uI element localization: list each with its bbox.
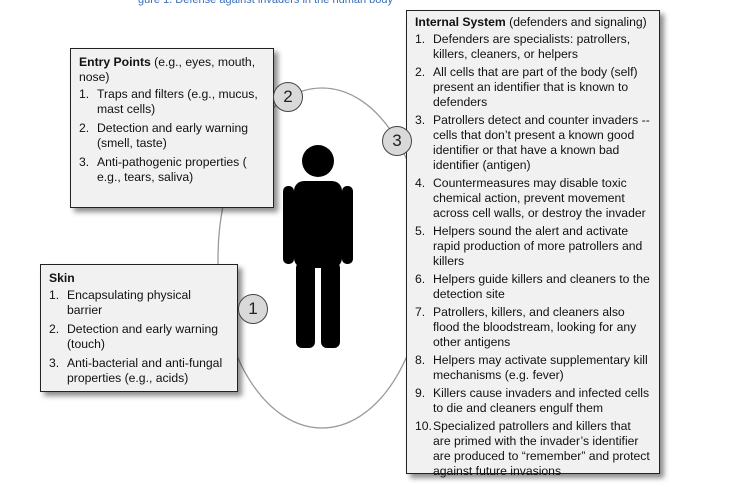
list-item: 1. Encapsulating physical barrier (49, 288, 229, 318)
item-text: Specialized patrollers and killers that … (433, 419, 650, 478)
item-text: Helpers guide killers and cleaners to th… (433, 272, 650, 301)
item-text: Patrollers, killers, and cleaners also f… (433, 305, 637, 349)
list-item: 9. Killers cause invaders and infected ce… (415, 386, 651, 416)
list-item: 6. Helpers guide killers and cleaners to … (415, 272, 651, 302)
skin-box: Skin 1. Encapsulating physical barrier 2.… (40, 264, 238, 392)
internal-system-title: Internal System (415, 15, 506, 29)
list-item: 7. Patrollers, killers, and cleaners also… (415, 305, 651, 350)
human-figure-icon (283, 145, 353, 348)
entry-points-heading: Entry Points (e.g., eyes, mouth, nose) (79, 55, 265, 85)
item-number: 4. (415, 176, 426, 190)
item-number: 9. (415, 386, 426, 400)
item-number: 3. (49, 356, 60, 370)
list-item: 2. Detection and early warning (touch) (49, 322, 229, 352)
item-number: 10. (415, 419, 432, 433)
list-item: 8. Helpers may activate supplementary kil… (415, 353, 651, 383)
item-number: 2. (49, 322, 60, 336)
internal-system-heading: Internal System (defenders and signaling… (415, 15, 651, 30)
entry-points-marker-badge: 2 (273, 82, 303, 112)
item-text: Helpers may activate supplementary kill … (433, 353, 648, 382)
entry-points-subtitle: (e.g., eyes, mouth, nose) (79, 55, 256, 84)
item-number: 1. (49, 288, 60, 302)
item-text: Anti-bacterial and anti-fungal propertie… (67, 356, 223, 385)
entry-points-title: Entry Points (79, 55, 151, 69)
item-number: 3. (79, 155, 90, 169)
item-text: All cells that are part of the body (sel… (433, 65, 638, 109)
item-number: 1. (415, 32, 426, 46)
skin-list: 1. Encapsulating physical barrier 2. Detec… (49, 288, 229, 386)
skin-marker-badge: 1 (238, 294, 268, 324)
list-item: 1. Traps and filters (e.g., mucus, mast c… (79, 87, 265, 117)
list-item: 1. Defenders are specialists: patrollers,… (415, 32, 651, 62)
list-item: 3. Anti-bacterial and anti-fungal propert… (49, 356, 229, 386)
list-item: 3. Patrollers detect and counter invaders… (415, 113, 651, 173)
item-number: 1. (79, 87, 90, 101)
item-number: 2. (415, 65, 426, 79)
internal-system-box: Internal System (defenders and signaling… (406, 10, 660, 478)
item-text: Patrollers detect and counter invaders -… (433, 113, 650, 172)
list-item: 2. All cells that are part of the body (s… (415, 65, 651, 110)
item-number: 7. (415, 305, 426, 319)
item-text: Detection and early warning (touch) (67, 322, 219, 351)
internal-system-subtitle: (defenders and signaling) (505, 15, 647, 29)
item-text: Encapsulating physical barrier (67, 288, 191, 317)
item-text: Anti-pathogenic properties ( e.g., tears… (97, 155, 247, 184)
item-number: 3. (415, 113, 426, 127)
list-item: 2. Detection and early warning (smell, ta… (79, 121, 265, 151)
item-number: 8. (415, 353, 426, 367)
item-number: 6. (415, 272, 426, 286)
item-text: Helpers sound the alert and activate rap… (433, 224, 643, 268)
item-text: Countermeasures may disable toxic chemic… (433, 176, 646, 220)
item-text: Defenders are specialists: patrollers, k… (433, 32, 631, 61)
figure-caption: gure 1. Defense against invaders in the … (138, 0, 393, 6)
list-item: 5. Helpers sound the alert and activate r… (415, 224, 651, 269)
list-item: 3. Anti-pathogenic properties ( e.g., tea… (79, 155, 265, 185)
list-item: 10.Specialized patrollers and killers th… (415, 419, 651, 479)
entry-points-box: Entry Points (e.g., eyes, mouth, nose) 1… (70, 48, 274, 208)
item-text: Killers cause invaders and infected cell… (433, 386, 650, 415)
item-number: 2. (79, 121, 90, 135)
item-number: 5. (415, 224, 426, 238)
skin-title: Skin (49, 271, 75, 285)
item-text: Detection and early warning (smell, tast… (97, 121, 249, 150)
entry-points-list: 1. Traps and filters (e.g., mucus, mast c… (79, 87, 265, 185)
list-item: 4. Countermeasures may disable toxic chem… (415, 176, 651, 221)
internal-system-marker-badge: 3 (382, 126, 412, 156)
item-text: Traps and filters (e.g., mucus, mast cel… (97, 87, 258, 116)
internal-system-list: 1. Defenders are specialists: patrollers,… (415, 32, 651, 479)
